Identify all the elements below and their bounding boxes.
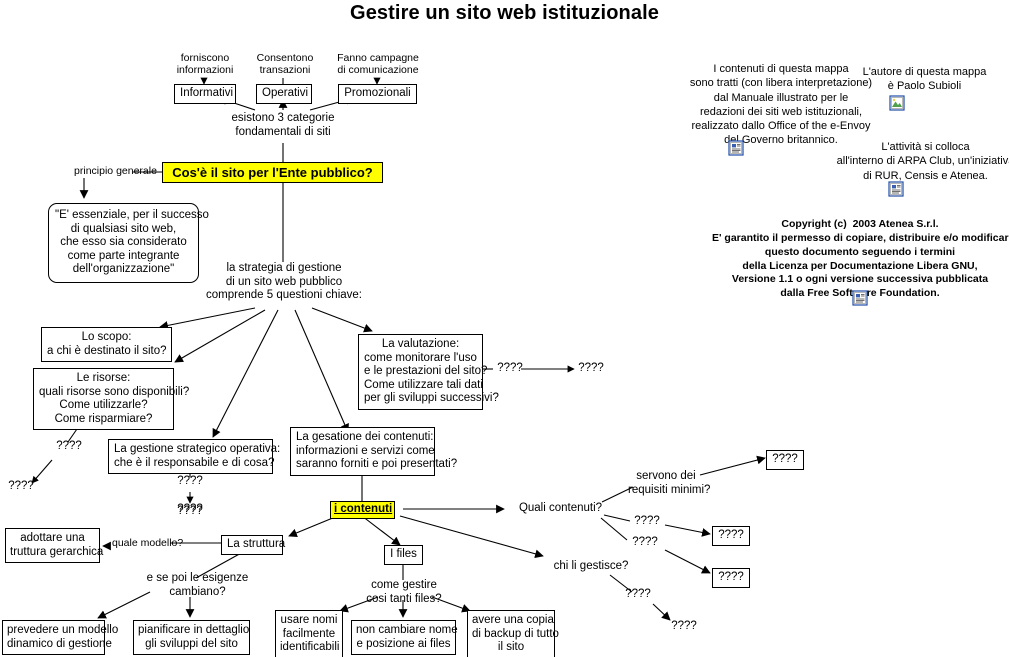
relation-come-gestire-files: come gestire cosi tanti files? <box>366 579 442 605</box>
node-risorse-placeholder-target: ???? <box>8 480 34 492</box>
relation-quali-contenuti-2: ???? <box>634 515 660 527</box>
node-la-valutazione[interactable]: La valutazione: come monitorare l'uso e … <box>358 334 499 410</box>
node-gestione-contenuti[interactable]: La gesatione dei contenuti: informazioni… <box>290 427 457 476</box>
relation-esigenze-cambiano: e se poi le esigenze cambiano? <box>146 572 249 598</box>
node-gestione-placeholder-target: ???? <box>177 505 203 517</box>
node-adottare-struttura-gerarchica[interactable]: adottare una truttura gerarchica <box>5 528 103 564</box>
document-icon[interactable] <box>728 140 744 156</box>
relation-risorse-placeholder: ???? <box>56 440 82 452</box>
node-promozionali[interactable]: Promozionali <box>338 84 417 104</box>
node-non-cambiare-nome[interactable]: non cambiare nome e posizione ai files <box>351 620 458 656</box>
node-la-struttura-label: La struttura <box>227 538 286 550</box>
relation-quale-modello: quale modello? <box>112 537 184 549</box>
node-quali-contenuti-target-1[interactable]: ???? <box>766 450 804 470</box>
relation-chi-gestisce-placeholder: ???? <box>625 588 651 600</box>
node-chi-li-gestisce[interactable]: chi li gestisce? <box>553 560 629 572</box>
node-la-struttura[interactable]: La struttura <box>221 535 286 555</box>
note-copyright: Copyright (c) 2003 Atenea S.r.l. E' gara… <box>712 218 1009 300</box>
node-principio-quote[interactable]: "E' essenziale, per il successo di quals… <box>48 203 209 283</box>
node-le-risorse[interactable]: Le risorse: quali risorse sono disponibi… <box>33 368 189 431</box>
node-quali-contenuti[interactable]: Quali contenuti? <box>518 502 603 514</box>
node-i-files[interactable]: I files <box>384 545 423 565</box>
relation-strategia-gestione: la strategia di gestione di un sito web … <box>206 262 362 302</box>
node-root-question[interactable]: Cos'è il sito per l'Ente pubblico? <box>162 162 383 184</box>
relation-forniscono-informazioni: forniscono informazioni <box>176 52 234 77</box>
relation-quali-contenuti-3: ???? <box>632 536 658 548</box>
node-lo-scopo[interactable]: Lo scopo: a chi è destinato il sito? <box>41 327 172 363</box>
note-source: I contenuti di questa mappa sono tratti … <box>689 63 873 147</box>
note-activity: L'attività si colloca all'interno di ARP… <box>836 141 1009 182</box>
node-gestione-strategico-operativa[interactable]: La gestione strategico operativa: che è … <box>108 439 280 475</box>
relation-requisiti-minimi: servono dei requisiti minimi? <box>628 470 711 496</box>
node-valutazione-placeholder-target: ???? <box>578 362 604 374</box>
node-operativi[interactable]: Operativi <box>256 84 312 104</box>
relation-esistono-3-categorie: esistono 3 categorie fondamentali di sit… <box>231 112 335 138</box>
node-pianificare-sviluppi[interactable]: pianificare in dettaglio gli sviluppi de… <box>133 620 250 656</box>
document-icon[interactable] <box>888 181 904 197</box>
node-quali-contenuti-target-2[interactable]: ???? <box>712 526 750 546</box>
node-quali-contenuti-target-3[interactable]: ???? <box>712 568 750 588</box>
relation-valutazione-placeholder: ???? <box>497 362 523 374</box>
page-title: Gestire un sito web istituzionale <box>350 2 659 24</box>
note-author: L'autore di questa mappa è Paolo Subioli <box>862 66 987 93</box>
relation-gestione-placeholder: ???? <box>177 475 203 487</box>
node-i-contenuti[interactable]: i contenuti <box>330 501 395 519</box>
relation-fanno-campagne: Fanno campagne di comunicazione <box>337 52 419 77</box>
node-usare-nomi-identificabili[interactable]: usare nomi facilmente identificabili <box>275 610 343 657</box>
node-prevedere-modello-dinamico[interactable]: prevedere un modello dinamico di gestion… <box>2 620 118 656</box>
image-icon[interactable] <box>889 95 905 111</box>
relation-principio-generale: principio generale <box>74 165 157 177</box>
relation-consentono-transazioni: Consentono transazioni <box>256 52 314 77</box>
node-struttura-above-placeholder: ???? <box>177 503 203 515</box>
node-backup-sito[interactable]: avere una copia di backup di tutto il si… <box>467 610 559 657</box>
node-informativi[interactable]: Informativi <box>174 84 236 104</box>
document-icon[interactable] <box>852 290 868 306</box>
node-chi-gestisce-target: ???? <box>671 620 697 632</box>
